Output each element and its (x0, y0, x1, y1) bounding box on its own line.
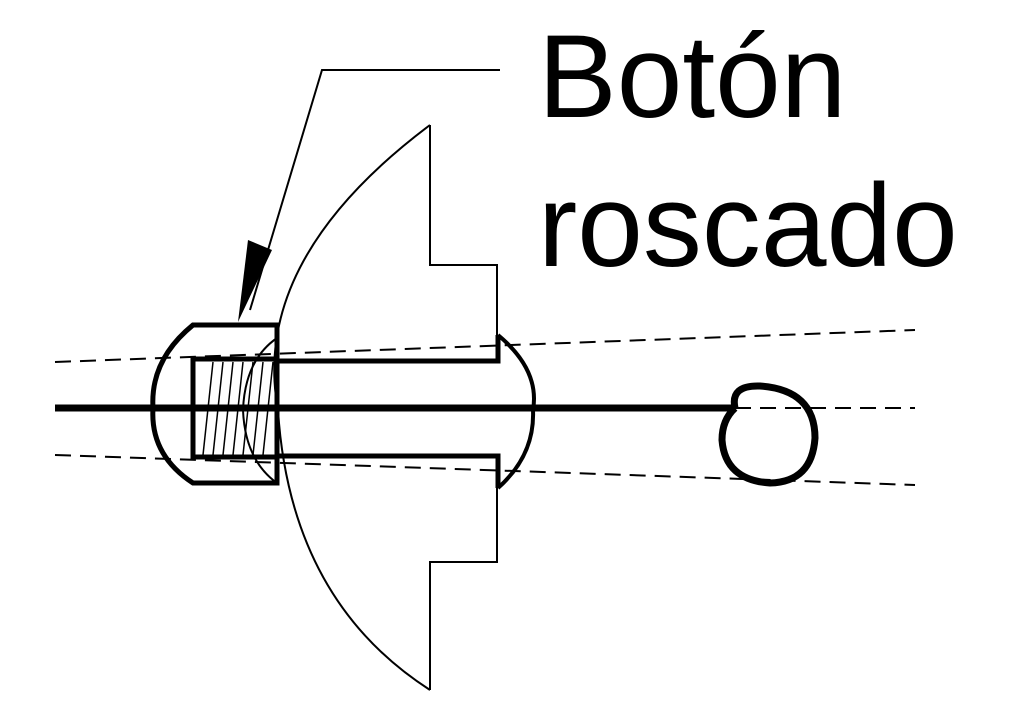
label-line-1: Botón (538, 11, 846, 143)
dashed-center-lines (54, 329, 916, 486)
label-line-2: roscado (538, 160, 958, 292)
leader-arrow (238, 69, 500, 322)
wire-with-ring (55, 382, 819, 487)
